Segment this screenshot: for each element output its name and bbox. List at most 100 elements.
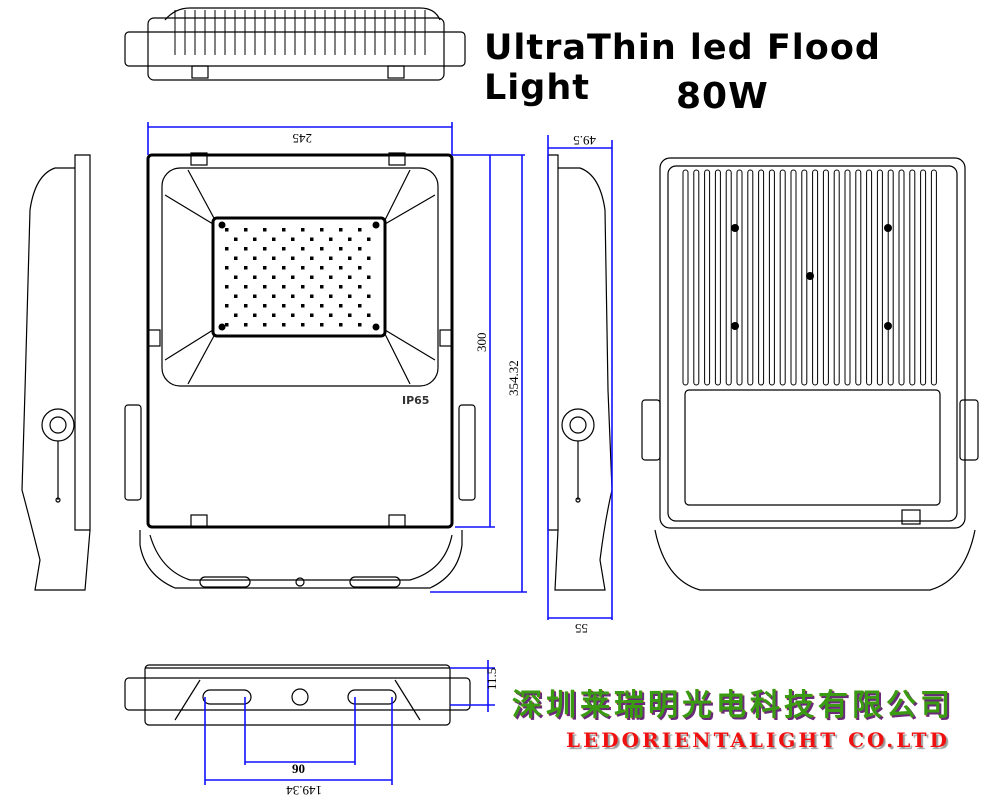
bottom-view: 90 149.34 11.5 (124, 660, 499, 798)
led-chip (225, 228, 229, 232)
led-chip (367, 237, 371, 241)
led-chip (234, 237, 238, 241)
heatsink-fin (801, 169, 808, 386)
led-array (218, 221, 380, 331)
led-chip (320, 304, 324, 308)
heatsink-fin (876, 169, 883, 386)
led-chip (225, 304, 229, 308)
led-chip (358, 247, 362, 251)
led-chip (234, 256, 238, 260)
top-view (124, 7, 466, 81)
led-chip (358, 304, 362, 308)
led-chip (339, 323, 343, 327)
front-dimensions: 245 300 354.32 (147, 122, 527, 593)
heatsink-fin (898, 169, 905, 386)
heatsink-fin (693, 169, 700, 386)
led-chip (244, 228, 248, 232)
led-chip (320, 228, 324, 232)
heatsink-fin (887, 169, 894, 386)
led-chip (301, 285, 305, 289)
dim-width: 245 (293, 131, 313, 146)
led-chip (272, 237, 276, 241)
dim-side-bottom: 55 (575, 621, 588, 636)
led-chip (263, 247, 267, 251)
heatsink-fin (758, 169, 765, 386)
led-chip (339, 266, 343, 270)
led-chip (310, 313, 314, 317)
led-chip (263, 304, 267, 308)
led-chip (225, 266, 229, 270)
led-chip (253, 256, 257, 260)
led-chip (348, 237, 352, 241)
led-chip (225, 285, 229, 289)
led-chip (348, 313, 352, 317)
led-chip (272, 275, 276, 279)
screw-hole-icon (218, 221, 226, 229)
led-chip (329, 256, 333, 260)
led-chip (244, 247, 248, 251)
company-name-en: LEDORIENTALIGHT CO.LTD (566, 728, 950, 752)
led-chip (329, 294, 333, 298)
led-chip (263, 285, 267, 289)
screw-hole-icon (372, 221, 380, 229)
led-chip (339, 247, 343, 251)
led-chip (253, 275, 257, 279)
led-chip (320, 266, 324, 270)
led-chip (263, 228, 267, 232)
led-chip (244, 285, 248, 289)
heatsink-fin (779, 169, 786, 386)
led-chip (244, 323, 248, 327)
led-chip (282, 228, 286, 232)
dim-bracket: 11.5 (484, 668, 499, 690)
led-chip (348, 256, 352, 260)
screw-hole-icon (218, 323, 226, 331)
dim-side-top: 49.5 (573, 133, 596, 148)
led-chip (291, 256, 295, 260)
heatsink-fin (747, 169, 754, 386)
right-side-view: 49.5 55 (547, 133, 613, 636)
left-side-view (21, 154, 91, 591)
led-chip (234, 275, 238, 279)
led-chip (301, 228, 305, 232)
led-chip (367, 294, 371, 298)
led-chip (329, 237, 333, 241)
led-chip (253, 294, 257, 298)
heatsink-fin (930, 169, 937, 386)
led-chip (263, 266, 267, 270)
led-chip (320, 323, 324, 327)
led-chip (358, 266, 362, 270)
led-chip (282, 323, 286, 327)
led-chip (320, 247, 324, 251)
led-chip (253, 313, 257, 317)
led-chip (367, 256, 371, 260)
led-chip (282, 285, 286, 289)
heatsink-fin (822, 169, 829, 386)
led-chip (253, 237, 257, 241)
heatsink-fin (736, 169, 743, 386)
led-chip (301, 266, 305, 270)
heatsink-fin (714, 169, 721, 386)
heatsink-fin (909, 169, 916, 386)
heatsink-fin (844, 169, 851, 386)
led-chip (244, 266, 248, 270)
led-chip (301, 247, 305, 251)
heatsink-fin (682, 169, 689, 386)
led-chip (263, 323, 267, 327)
front-view: IP65 (124, 152, 476, 589)
heatsink-fin (855, 169, 862, 386)
led-chip (272, 294, 276, 298)
led-chip (339, 285, 343, 289)
led-chip (367, 313, 371, 317)
dim-height-total: 354.32 (506, 360, 521, 396)
led-chip (272, 313, 276, 317)
product-wattage: 80W (676, 76, 769, 117)
led-chip (310, 275, 314, 279)
heatsink-fin (725, 169, 732, 386)
dim-slot-outer: 149.34 (286, 783, 322, 798)
product-title: UltraThin led Flood Light (484, 28, 881, 108)
led-chip (329, 275, 333, 279)
heatsink-fin (768, 169, 775, 386)
led-chip (291, 237, 295, 241)
led-chip (291, 294, 295, 298)
